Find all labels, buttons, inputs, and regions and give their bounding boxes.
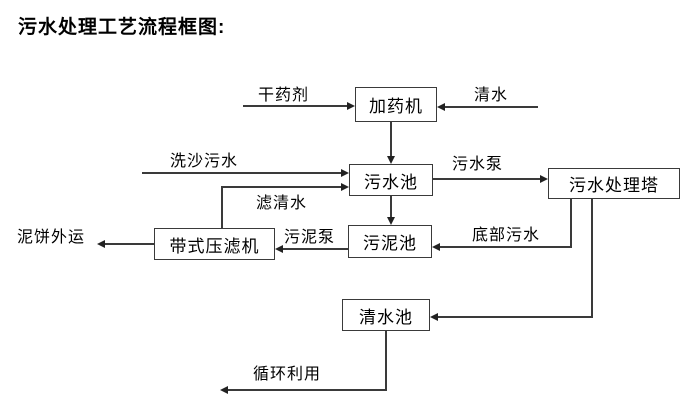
label-clear-water: 清水 (474, 87, 509, 104)
arrowhead-left-icon (97, 240, 105, 248)
edge-filtered-water-hline (221, 186, 341, 188)
arrowhead-right-icon (341, 169, 349, 177)
label-dry-agent: 干药剂 (258, 87, 310, 104)
arrowhead-left-icon (430, 313, 438, 321)
edge-tower-to-clearpool-vline (591, 198, 593, 318)
label-mud-cake-out: 泥饼外运 (17, 229, 86, 246)
label-recycle: 循环利用 (253, 366, 322, 383)
arrowhead-right-icon (347, 102, 355, 110)
node-treatment-tower: 污水处理塔 (548, 168, 680, 199)
arrowhead-left-icon (432, 243, 440, 251)
edge-recycle-hline (228, 389, 386, 391)
edge-sand-washing-line (142, 172, 341, 174)
edge-sewage-pump-line (433, 178, 540, 180)
edge-tower-to-clearpool-hline (438, 316, 592, 318)
arrowhead-left-icon (275, 245, 283, 253)
label-sludge-pump: 污泥泵 (284, 229, 336, 246)
arrowhead-right-icon (341, 183, 349, 191)
label-filtered-water: 滤清水 (256, 195, 308, 212)
edge-bottom-sewage-hline (440, 246, 571, 248)
edge-filtered-water-vline (221, 186, 223, 228)
node-belt-filter-press: 带式压滤机 (154, 228, 275, 260)
edge-bottom-sewage-vline (570, 198, 572, 248)
edge-mud-cake-line (105, 243, 154, 245)
label-sand-washing-sewage: 洗沙污水 (170, 153, 239, 170)
arrowhead-right-icon (540, 175, 548, 183)
node-dosing-machine: 加药机 (355, 87, 437, 122)
edge-sludge-pump-line (283, 248, 348, 250)
label-sewage-pump: 污水泵 (452, 156, 504, 173)
edge-recycle-vline (385, 331, 387, 391)
arrowhead-left-icon (220, 386, 228, 394)
edge-sewage-to-sludge-line (390, 196, 392, 218)
label-bottom-sewage: 底部污水 (472, 227, 541, 244)
edge-clear-water-line (445, 106, 538, 108)
arrowhead-left-icon (437, 103, 445, 111)
edge-dosing-to-sewage-line (390, 122, 392, 157)
edge-dry-agent-line (243, 105, 347, 107)
node-sludge-pool: 污泥池 (348, 225, 432, 258)
page-title: 污水处理工艺流程框图: (18, 17, 226, 38)
arrowhead-down-icon (387, 217, 395, 225)
node-sewage-pool: 污水池 (349, 164, 433, 196)
arrowhead-down-icon (387, 156, 395, 164)
node-clear-water-pool: 清水池 (342, 299, 430, 331)
